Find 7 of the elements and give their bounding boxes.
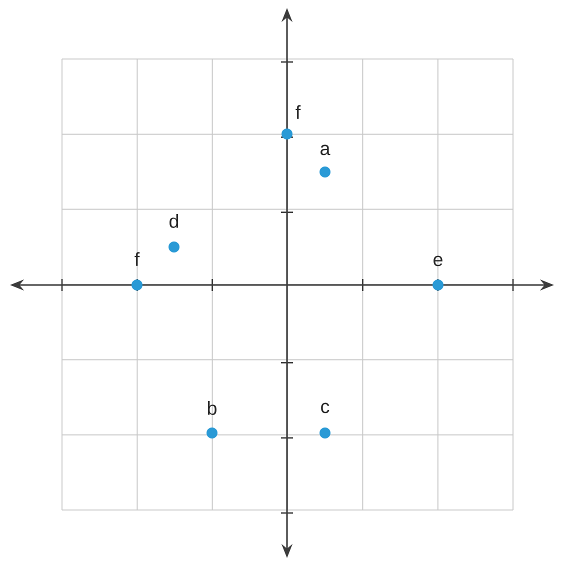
point-label: f (134, 252, 140, 266)
point-label: a (320, 144, 330, 156)
point-label: f (296, 105, 301, 119)
point-label: d (170, 214, 178, 228)
point-label: e (434, 256, 442, 266)
point-label: c (321, 402, 330, 414)
point-label: b (208, 401, 216, 415)
